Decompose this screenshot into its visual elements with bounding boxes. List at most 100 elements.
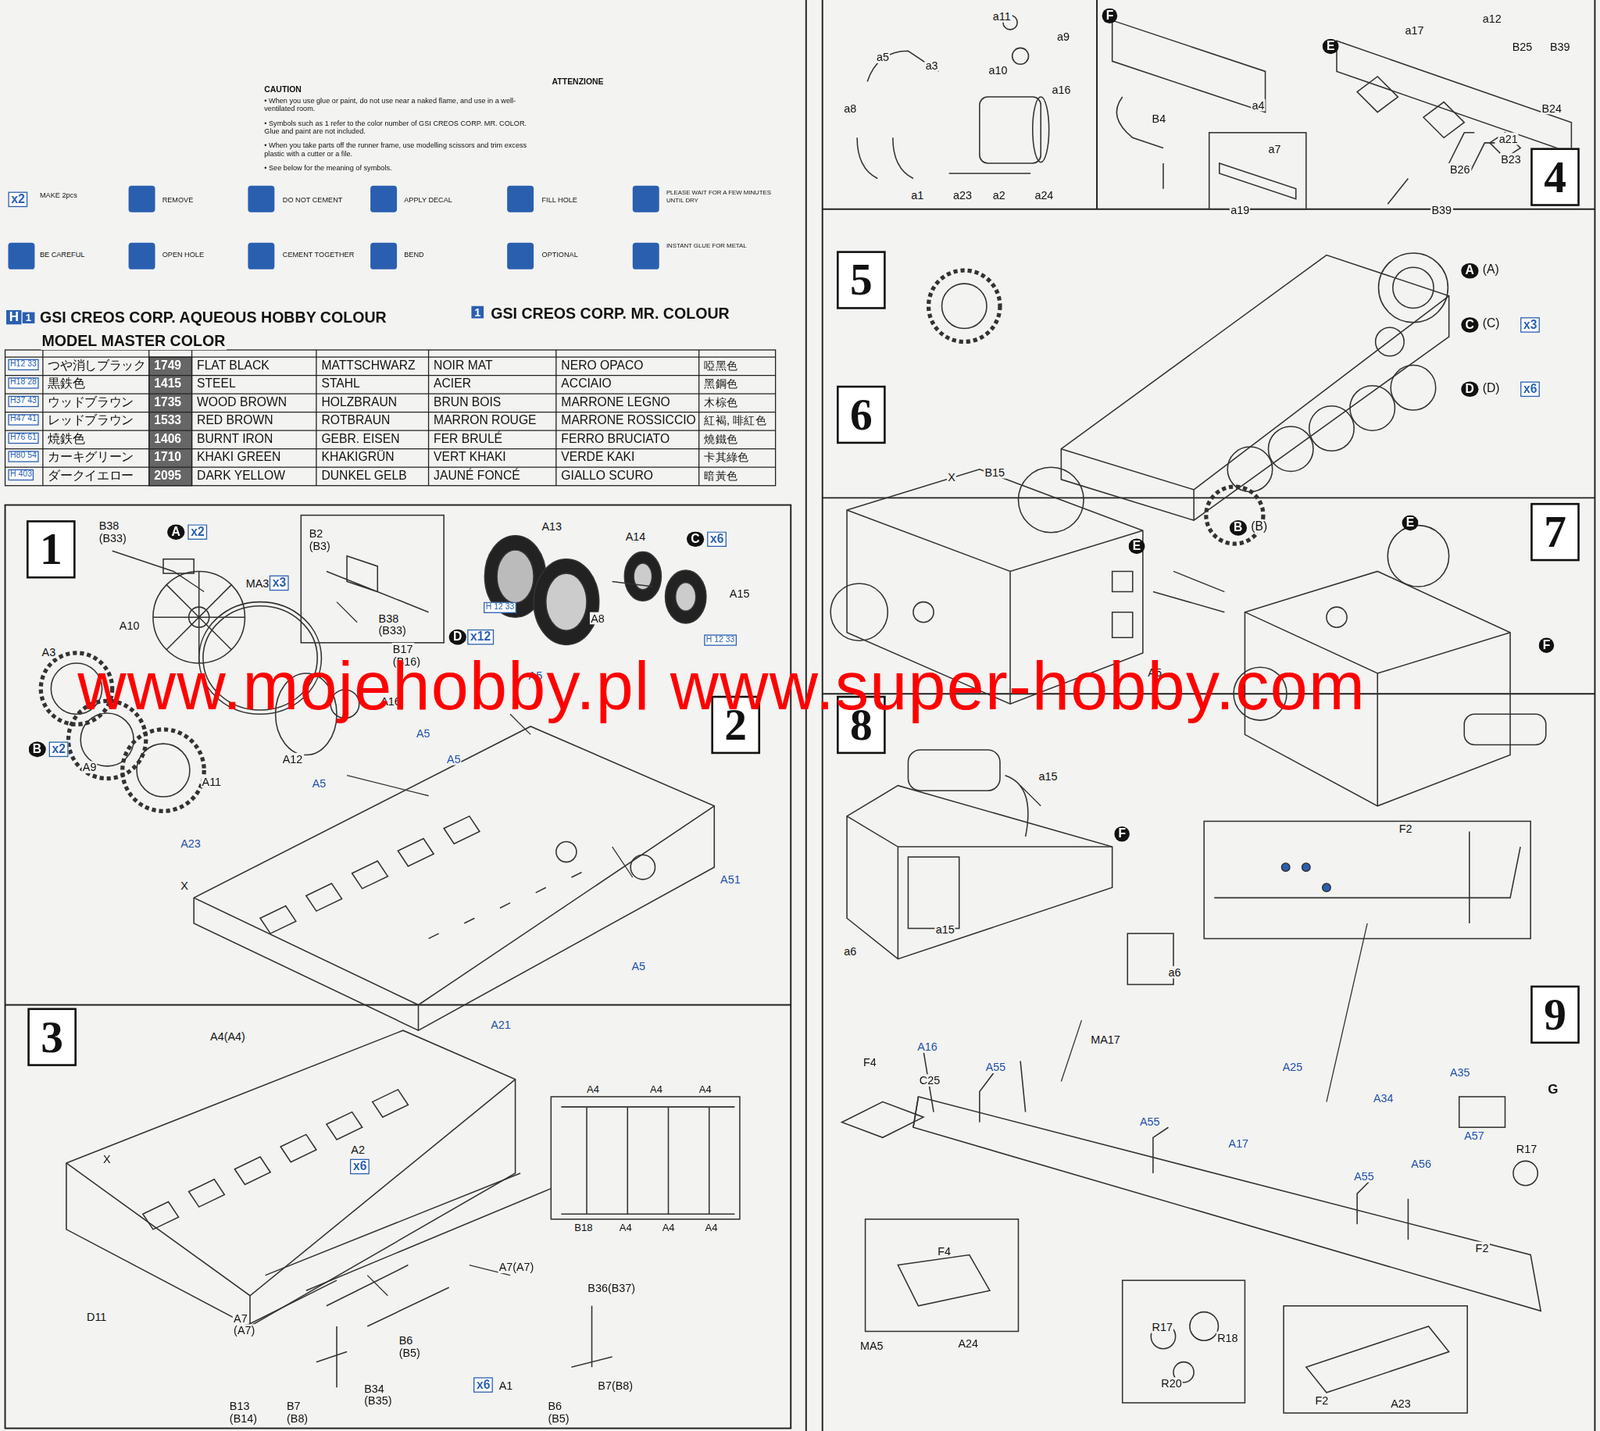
part-label: A4 [703,1222,719,1234]
part-label: OPTIONAL [540,250,579,259]
table-cell: KHAKI GREEN [196,450,283,465]
illustration-line [5,467,776,468]
table-cell: MARRONE ROSSICCIO [560,414,697,428]
part-label: F2 [1474,1242,1490,1255]
illustration-line [846,816,1113,960]
part-label: A4 [617,1222,633,1234]
quantity-mark: x2 [49,742,69,758]
illustration-line [370,185,397,213]
part-label: A34 [1372,1092,1395,1105]
illustration-line [1112,20,1266,113]
illustration-line [122,729,204,811]
illustration-line [897,1255,990,1307]
part-label: B25 [1510,40,1533,54]
part-label: F2 [1314,1394,1329,1408]
part-label: a11 [992,10,1013,23]
part-label: A4 [585,1083,601,1095]
part-label: B2 [307,527,324,540]
step-number-box: 5 [836,250,886,309]
step-number: 6 [850,389,873,442]
part-label: A12 [281,753,304,766]
table-cell: FLAT BLACK [196,359,271,373]
part-label: A56 [1410,1157,1433,1171]
table-cell: VERT KHAKI [432,450,508,465]
illustration-line [1283,1306,1468,1414]
note-text: • Symbols such as 1 refer to the color n… [263,119,541,136]
part-label: BEND [403,250,425,259]
illustration-line [5,393,776,395]
color-tag: H47 41 [7,414,39,425]
step-number: 5 [850,253,873,307]
table-cell: ウッドブラウン [46,396,135,410]
part-label: A25 [1281,1060,1304,1074]
quantity-mark: x6 [1520,381,1540,397]
heading-text: GSI CREOS CORP. MR. COLOUR [489,305,731,323]
part-label: A9 [81,760,97,774]
table-cell: VERDE KAKI [560,450,636,465]
part-label: a19 [1229,203,1251,217]
illustration-line [632,242,660,270]
part-label: X [179,879,190,893]
illustration-line [1116,96,1164,190]
part-label: R18 [1216,1331,1240,1344]
part-label: FILL HOLE [540,196,579,204]
illustration-line [942,283,987,329]
illustration-line [865,1219,1019,1333]
table-cell: 卡其綠色 [703,450,750,464]
part-label: (B33) [377,624,408,637]
quantity-mark: x6 [350,1159,370,1175]
part-label: A23 [1389,1397,1412,1411]
illustration-line [507,242,534,270]
table-cell: ROTBRAUN [320,414,392,428]
part-label: B13 [228,1400,251,1413]
table-cell: つや消しブラック [46,359,147,373]
table-cell: ACIER [432,377,473,391]
heading-text: CAUTION [263,85,303,95]
illustration-line [128,185,156,213]
illustration-line [173,571,654,878]
note-text: • When you use glue or paint, do not use… [263,96,541,113]
table-cell: FER BRULÉ [432,432,504,447]
part-label: a7 [1267,142,1283,156]
table-cell: MARRON ROUGE [432,414,538,428]
color-tag: H76 61 [7,432,39,444]
part-label: A4 [660,1222,676,1234]
illustration-line [193,726,715,1031]
illustration-line [193,806,715,1031]
part-label: (A7) [232,1324,257,1337]
part-label: (D) [1481,381,1500,395]
watermark: www.mojehobby.pl www.super-hobby.com [76,649,1367,724]
illustration-line [128,242,156,270]
illustration-line [550,1096,740,1220]
illustration-line [632,185,660,213]
assembly-letter: F [1114,826,1130,843]
color-number: 1749 [153,359,183,373]
illustration-line [560,1107,735,1215]
illustration-line [1387,525,1449,587]
illustration-line [370,242,397,270]
illustration-line [1326,607,1347,628]
part-label: A51 [719,873,742,886]
illustration-line [136,743,190,797]
quantity-mark: x2 [187,524,208,540]
part-label: A15 [728,587,751,600]
part-label: A2 [350,1143,366,1157]
illustration-line [148,350,150,486]
part-label: R20 [1160,1377,1183,1390]
symbol-icons [7,185,659,270]
step-number: 1 [39,523,63,576]
illustration-line [163,559,194,574]
part-label: APPLY DECAL [403,196,454,204]
part-label: B24 [1540,102,1563,115]
table-cell: WOOD BROWN [196,396,289,410]
part-label: a21 [1497,132,1519,146]
color-number: 2095 [153,469,183,483]
illustration-line [1387,132,1495,204]
part-label: A55 [1353,1170,1375,1183]
illustration-line [5,430,776,432]
illustration-line [1060,296,1449,521]
part-label: (B3) [307,539,332,553]
part-label: a23 [952,189,974,202]
table-cell: 暗黃色 [703,469,740,483]
table-cell: 黒鉄色 [46,377,86,391]
